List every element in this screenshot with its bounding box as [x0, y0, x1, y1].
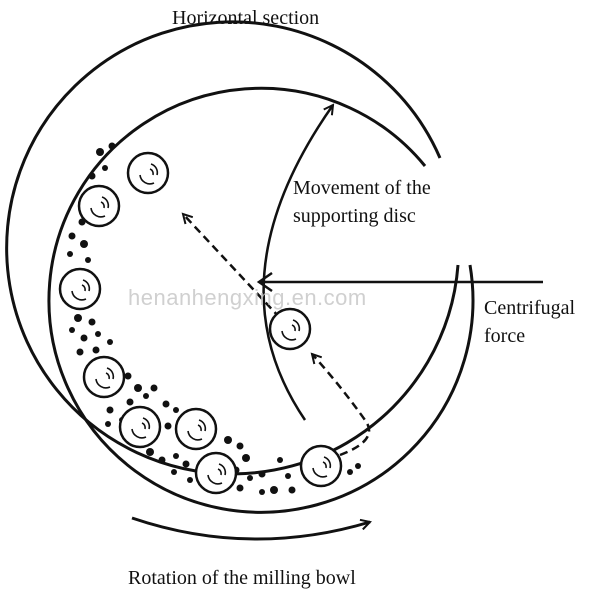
grinding-ball [268, 307, 312, 351]
grinding-ball [82, 355, 126, 399]
diagram-title: Horizontal section [172, 7, 320, 29]
centrifugal-force-label-line2: force [484, 325, 526, 347]
grinding-ball [118, 405, 162, 449]
grinding-ball [58, 267, 102, 311]
grinding-ball [174, 407, 218, 451]
watermark-text: henanhengxing.en.com [128, 285, 367, 310]
ball-trajectory-outer [312, 354, 371, 457]
bowl-inner-wall [47, 86, 475, 514]
bowl-outer-wall [5, 20, 460, 476]
supporting-disc-label-line1: Movement of the [293, 177, 431, 199]
rotation-label: Rotation of the milling bowl [128, 567, 356, 589]
rotation-arrow [131, 516, 370, 541]
supporting-disc-label-line2: supporting disc [293, 205, 416, 227]
grinding-ball [77, 184, 121, 228]
supporting-disc-arc [262, 105, 333, 421]
grinding-ball [194, 451, 238, 495]
grinding-ball [299, 444, 343, 488]
centrifugal-force-arrowhead [256, 271, 273, 293]
grinding-balls [58, 151, 343, 495]
centrifugal-force-label-line1: Centrifugal [484, 297, 576, 319]
ball-trajectory-inner [183, 214, 281, 319]
grinding-ball [126, 151, 170, 195]
